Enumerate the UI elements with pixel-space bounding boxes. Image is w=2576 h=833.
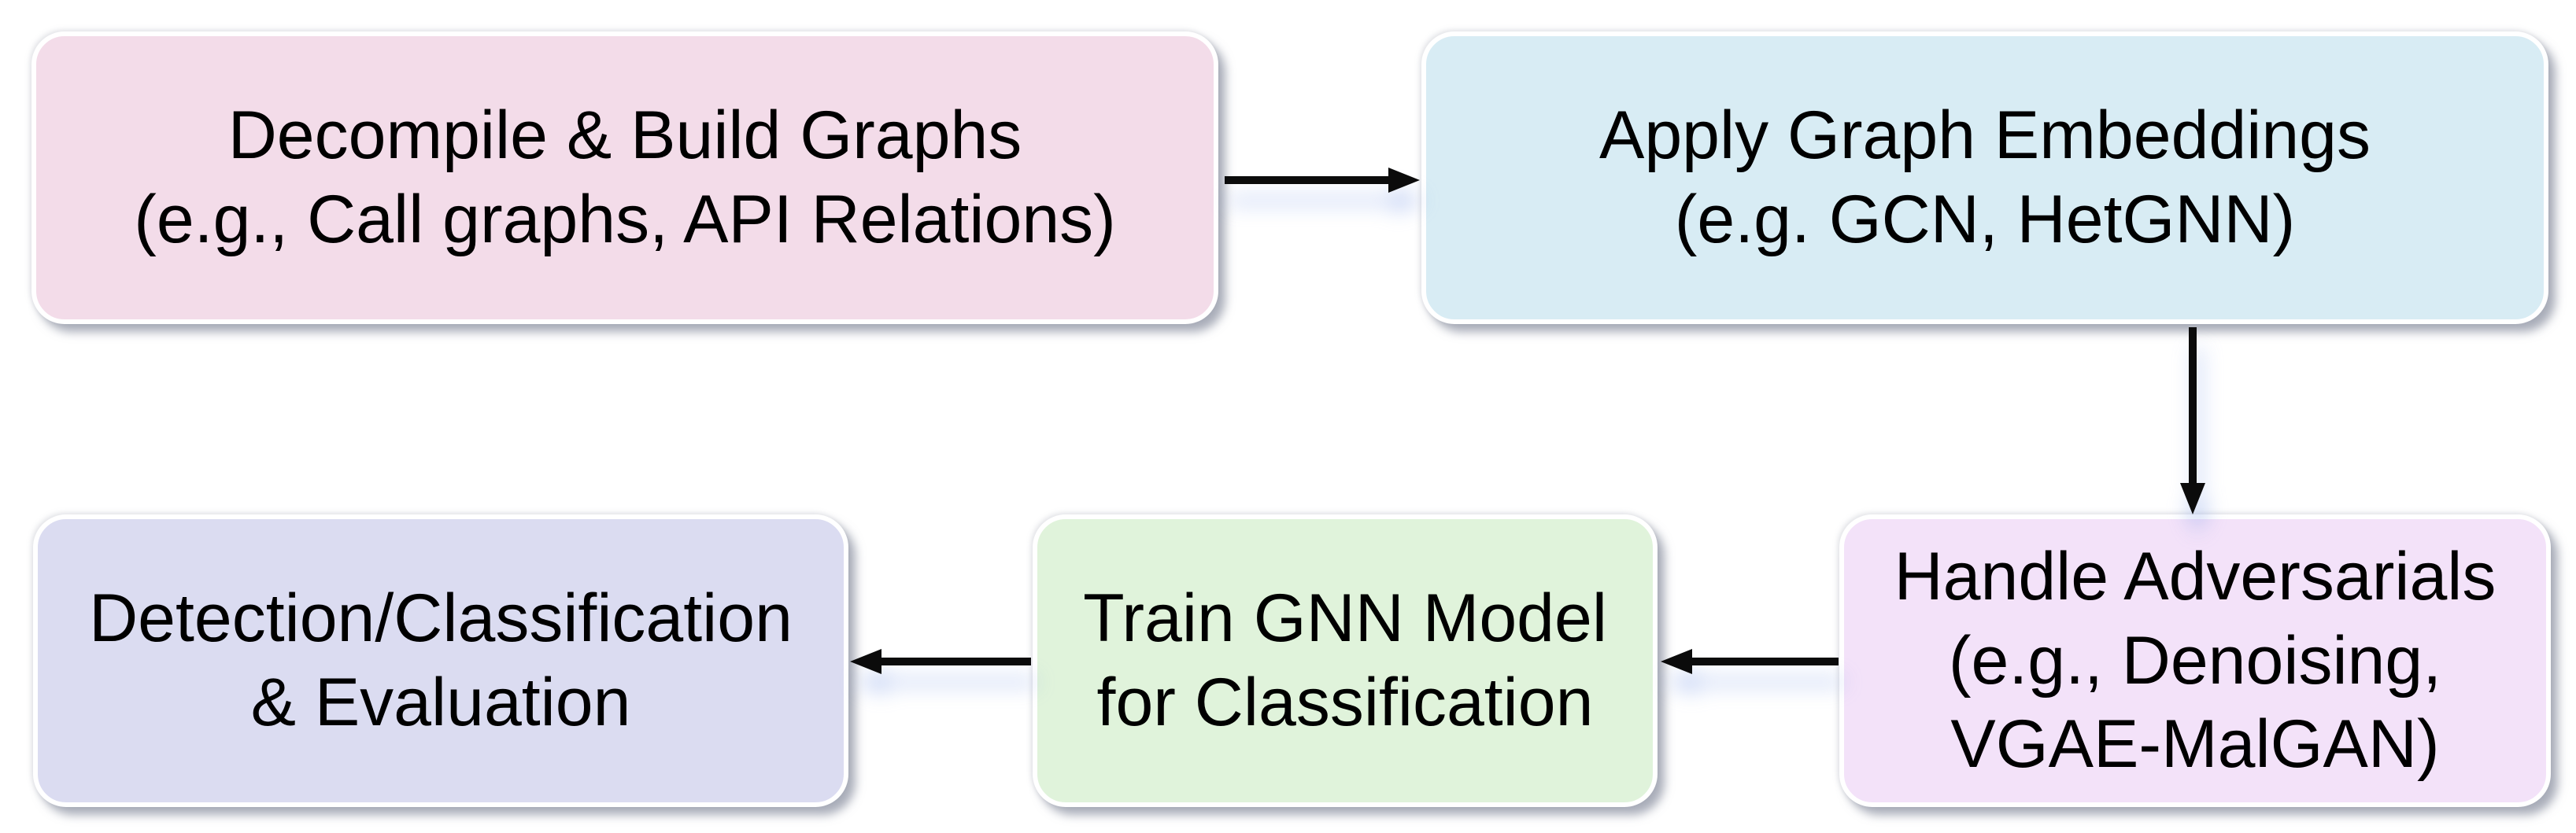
- arrowhead-right-icon: [1388, 168, 1420, 193]
- node-text-line: (e.g. GCN, HetGNN): [1674, 182, 2296, 257]
- node-train-gnn-model: Train GNN Model for Classification: [1033, 514, 1658, 807]
- arrow-adversarials-to-train: [1661, 649, 1839, 674]
- arrowhead-left-icon: [1661, 649, 1692, 674]
- arrow-train-to-detection: [850, 649, 1031, 674]
- arrow-shaft: [2189, 327, 2197, 485]
- node-text-line: (e.g., Call graphs, API Relations): [134, 182, 1116, 257]
- node-text-line: Apply Graph Embeddings: [1598, 98, 2371, 174]
- node-text-line: (e.g., Denoising,: [1948, 622, 2442, 698]
- arrow-embeddings-to-adversarials: [2180, 327, 2205, 514]
- node-text-line: VGAE-MalGAN): [1950, 706, 2440, 783]
- node-text-line: Train GNN Model: [1083, 581, 1607, 657]
- arrowhead-down-icon: [2180, 483, 2205, 514]
- node-apply-graph-embeddings: Apply Graph Embeddings (e.g. GCN, HetGNN…: [1421, 31, 2548, 324]
- arrow-decompile-to-embeddings: [1225, 168, 1420, 193]
- node-text-line: & Evaluation: [250, 665, 631, 740]
- arrow-shaft: [880, 658, 1031, 665]
- arrow-shaft: [1225, 176, 1390, 184]
- node-text-line: Decompile & Build Graphs: [227, 98, 1022, 174]
- node-handle-adversarials: Handle Adversarials (e.g., Denoising, VG…: [1839, 514, 2551, 807]
- node-detection-classification: Detection/Classification & Evaluation: [33, 514, 848, 807]
- arrowhead-left-icon: [850, 649, 881, 674]
- node-text-line: Handle Adversarials: [1894, 539, 2497, 615]
- node-decompile-build-graphs: Decompile & Build Graphs (e.g., Call gra…: [31, 31, 1218, 324]
- node-text-line: Detection/Classification: [89, 581, 793, 657]
- arrow-shaft: [1691, 658, 1839, 665]
- node-text-line: for Classification: [1096, 665, 1594, 740]
